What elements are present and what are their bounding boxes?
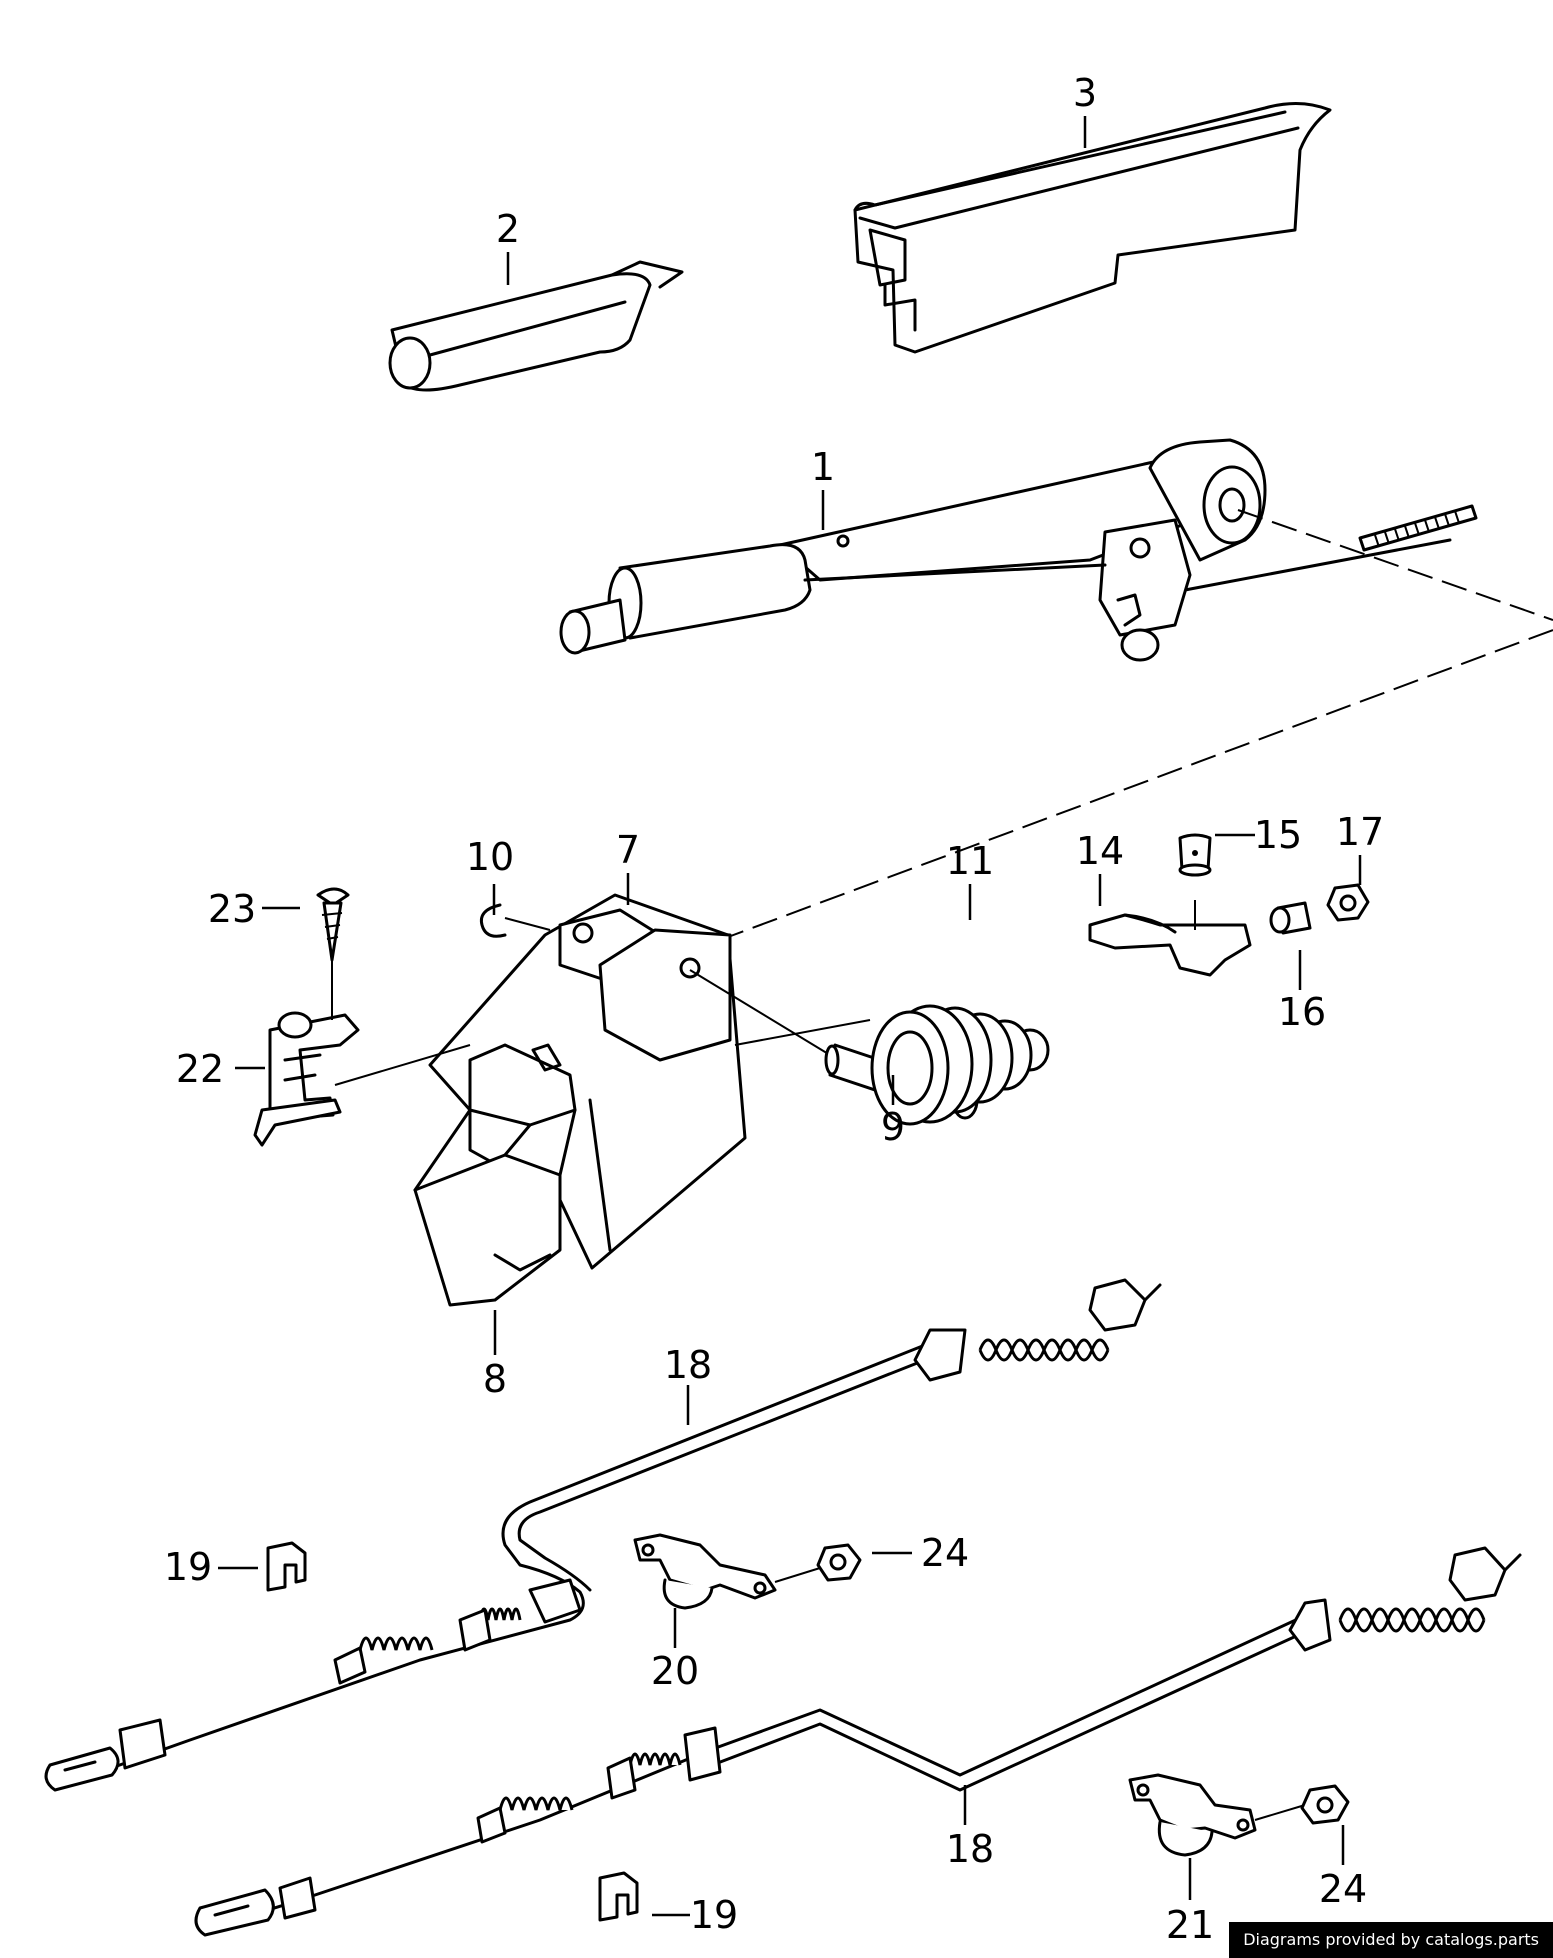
callout-10: 10 [466, 835, 514, 879]
callout-labels: 2 3 1 7 10 11 14 15 17 16 9 8 18 18 19 1… [164, 71, 1384, 1947]
callout-7: 7 [616, 828, 640, 872]
callout-8: 8 [483, 1357, 507, 1401]
part-24-nut-upper [816, 1543, 862, 1582]
callout-2: 2 [496, 207, 520, 251]
part-10-clip [479, 903, 551, 938]
part-18-brake-cable-upper [44, 1278, 1162, 1792]
part-3-lever-cover [853, 101, 1332, 354]
callout-17: 17 [1336, 810, 1384, 854]
part-17-nut [1326, 883, 1370, 922]
part-24-nut-lower [1300, 1784, 1350, 1825]
part-19-clip-upper [266, 1541, 307, 1592]
callout-11: 11 [946, 839, 994, 883]
callout-15: 15 [1254, 813, 1302, 857]
callout-23: 23 [208, 887, 256, 931]
part-22-switch [253, 1011, 471, 1147]
callout-19-upper: 19 [164, 1545, 212, 1589]
part-7-8-lever-bracket [413, 893, 747, 1307]
part-23-screw [316, 887, 350, 1020]
callout-22: 22 [176, 1047, 224, 1091]
callout-18-upper: 18 [664, 1343, 712, 1387]
part-14-bracket-plate [1088, 900, 1252, 977]
callout-9: 9 [881, 1105, 905, 1149]
part-2-handle-grip [388, 260, 684, 392]
callout-14: 14 [1076, 829, 1124, 873]
callout-16: 16 [1278, 990, 1326, 1034]
part-19-clip-lower [598, 1871, 639, 1922]
callout-24-lower: 24 [1319, 1867, 1367, 1911]
leader-lines [218, 116, 1362, 1917]
callout-21: 21 [1166, 1903, 1214, 1947]
credit-watermark: Diagrams provided by catalogs.parts [1229, 1922, 1553, 1958]
callout-24-upper: 24 [921, 1531, 969, 1575]
callout-19-lower: 19 [690, 1893, 738, 1937]
part-15-bushing [1178, 833, 1212, 877]
callout-18-lower: 18 [946, 1827, 994, 1871]
callout-1: 1 [811, 445, 835, 489]
part-16-sleeve [1269, 901, 1312, 935]
callout-3: 3 [1073, 71, 1097, 115]
part-18-brake-cable-lower [194, 1546, 1522, 1937]
callout-20: 20 [651, 1649, 699, 1693]
part-20-cable-holder [633, 1533, 821, 1610]
part-21-cable-holder [1128, 1773, 1306, 1857]
part-1-hand-brake-lever [559, 438, 1478, 662]
part-11-rubber-boot [734, 1004, 1050, 1126]
assembly-reference-line [719, 509, 1553, 941]
